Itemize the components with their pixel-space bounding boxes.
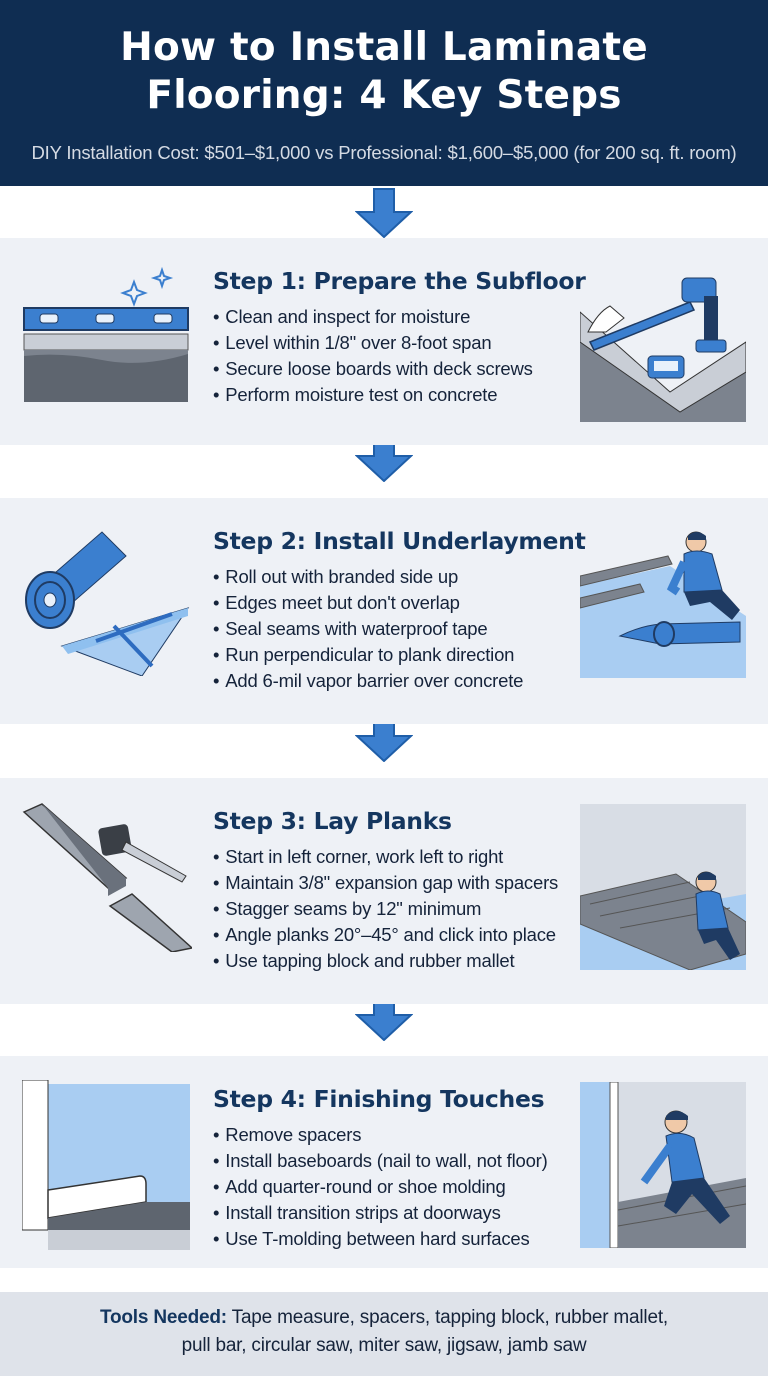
down-arrow-icon — [355, 188, 413, 238]
list-item: Secure loose boards with deck screws — [213, 356, 533, 382]
step-2-bullets: Roll out with branded side up Edges meet… — [213, 564, 523, 694]
step-3-section: Step 3: Lay Planks Start in left corner,… — [0, 778, 768, 1004]
step-2-section: Step 2: Install Underlayment Roll out wi… — [0, 498, 768, 724]
baseboard-icon — [22, 1080, 190, 1250]
step-4-section: Step 4: Finishing Touches Remove spacers… — [0, 1056, 768, 1268]
cost-subtitle: DIY Installation Cost: $501–$1,000 vs Pr… — [31, 142, 737, 163]
list-item: Clean and inspect for moisture — [213, 304, 533, 330]
planks-and-mallet-icon — [22, 803, 192, 952]
header-banner: How to Install Laminate Flooring: 4 Key … — [0, 0, 768, 186]
list-item: Remove spacers — [213, 1122, 548, 1148]
list-item: Maintain 3/8" expansion gap with spacers — [213, 870, 558, 896]
list-item: Install baseboards (nail to wall, not fl… — [213, 1148, 548, 1174]
step-1-section: Step 1: Prepare the Subfloor Clean and i… — [0, 238, 768, 445]
underlayment-roll-icon — [25, 531, 190, 676]
list-item: Roll out with branded side up — [213, 564, 523, 590]
list-item: Stagger seams by 12" minimum — [213, 896, 558, 922]
level-on-subfloor-icon — [23, 266, 189, 402]
tools-line-2: pull bar, circular saw, miter saw, jigsa… — [181, 1335, 587, 1356]
list-item: Edges meet but don't overlap — [213, 590, 523, 616]
step-1-bullets: Clean and inspect for moisture Level wit… — [213, 304, 533, 408]
tools-line-1: Tape measure, spacers, tapping block, ru… — [226, 1307, 669, 1328]
list-item: Add quarter-round or shoe molding — [213, 1174, 548, 1200]
tools-text: Tools Needed: Tape measure, spacers, tap… — [20, 1304, 748, 1360]
list-item: Seal seams with waterproof tape — [213, 616, 523, 642]
list-item: Add 6-mil vapor barrier over concrete — [213, 668, 523, 694]
list-item: Use tapping block and rubber mallet — [213, 948, 558, 974]
list-item: Install transition strips at doorways — [213, 1200, 548, 1226]
list-item: Use T-molding between hard surfaces — [213, 1226, 548, 1252]
tools-label: Tools Needed: — [100, 1307, 227, 1328]
step-1-title: Step 1: Prepare the Subfloor — [213, 267, 586, 295]
list-item: Start in left corner, work left to right — [213, 844, 558, 870]
step-2-title: Step 2: Install Underlayment — [213, 527, 586, 555]
page-title: How to Install Laminate Flooring: 4 Key … — [120, 25, 648, 118]
step-3-bullets: Start in left corner, work left to right… — [213, 844, 558, 974]
worker-rolling-underlayment-icon — [580, 531, 746, 678]
step-4-title: Step 4: Finishing Touches — [213, 1085, 545, 1113]
worker-nailing-baseboard-icon — [580, 1082, 746, 1248]
drill-and-level-icon — [580, 277, 746, 422]
worker-laying-planks-icon — [580, 804, 746, 970]
list-item: Run perpendicular to plank direction — [213, 642, 523, 668]
tools-needed-section: Tools Needed: Tape measure, spacers, tap… — [0, 1292, 768, 1376]
step-3-title: Step 3: Lay Planks — [213, 807, 452, 835]
list-item: Perform moisture test on concrete — [213, 382, 533, 408]
list-item: Level within 1/8" over 8-foot span — [213, 330, 533, 356]
list-item: Angle planks 20°–45° and click into plac… — [213, 922, 558, 948]
step-4-bullets: Remove spacers Install baseboards (nail … — [213, 1122, 548, 1252]
